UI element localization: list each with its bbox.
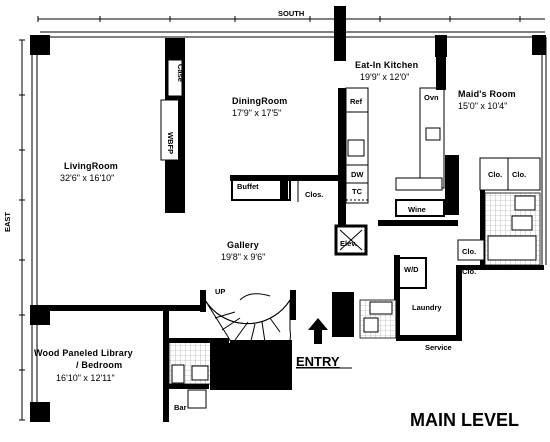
- closet-maid-label-2: Clo.: [512, 170, 526, 179]
- stairs-up-label: UP: [215, 287, 225, 296]
- left-dimension-line: [19, 39, 25, 421]
- tc-label: TC: [352, 187, 363, 196]
- exterior-walls: [30, 6, 547, 422]
- closet-dining-label: Clos.: [305, 190, 323, 199]
- gallery-label: Gallery: [227, 240, 259, 250]
- case-label: Case: [176, 64, 185, 82]
- laundry-label: Laundry: [412, 303, 442, 312]
- compass-east: EAST: [3, 212, 12, 232]
- oven-label: Ovn: [424, 93, 439, 102]
- library-label-line1: Wood Paneled Library: [34, 348, 133, 358]
- top-dimension-line: [37, 16, 545, 22]
- bar-label: Bar: [174, 403, 187, 412]
- library-label-line2: / Bedroom: [76, 360, 122, 370]
- compass-south: SOUTH: [278, 9, 304, 18]
- interior-walls: [40, 38, 544, 422]
- gallery-dims: 19'8" x 9'6": [221, 252, 265, 262]
- kitchen-label: Eat-In Kitchen: [355, 60, 418, 70]
- living-room-dims: 32'6" x 16'10": [60, 173, 114, 183]
- closet-bath-label: Clo.: [462, 247, 476, 256]
- wine-label: Wine: [408, 205, 426, 214]
- wbfp-label: WBFP: [166, 132, 175, 154]
- entry-label: ENTRY: [296, 354, 340, 369]
- dining-room-dims: 17'9" x 17'5": [232, 108, 281, 118]
- plan-title: MAIN LEVEL: [410, 410, 519, 430]
- dw-label: DW: [351, 170, 364, 179]
- washer-dryer-label: W/D: [404, 265, 419, 274]
- buffet-label: Buffet: [237, 182, 259, 191]
- elevator-label: Elev.: [340, 239, 357, 248]
- dining-room-label: DiningRoom: [232, 96, 288, 106]
- maids-room-dims: 15'0" x 10'4": [458, 101, 507, 111]
- library-dims: 16'10" x 12'11": [56, 373, 115, 383]
- closet-service-label: Clo.: [462, 267, 476, 276]
- service-label: Service: [425, 343, 452, 352]
- ref-label: Ref: [350, 97, 363, 106]
- closet-maid-label-1: Clo.: [488, 170, 502, 179]
- kitchen-dims: 19'9" x 12'0": [360, 72, 409, 82]
- maids-room-label: Maid's Room: [458, 89, 516, 99]
- living-room-label: LivingRoom: [64, 161, 118, 171]
- entry-arrow: [308, 318, 328, 344]
